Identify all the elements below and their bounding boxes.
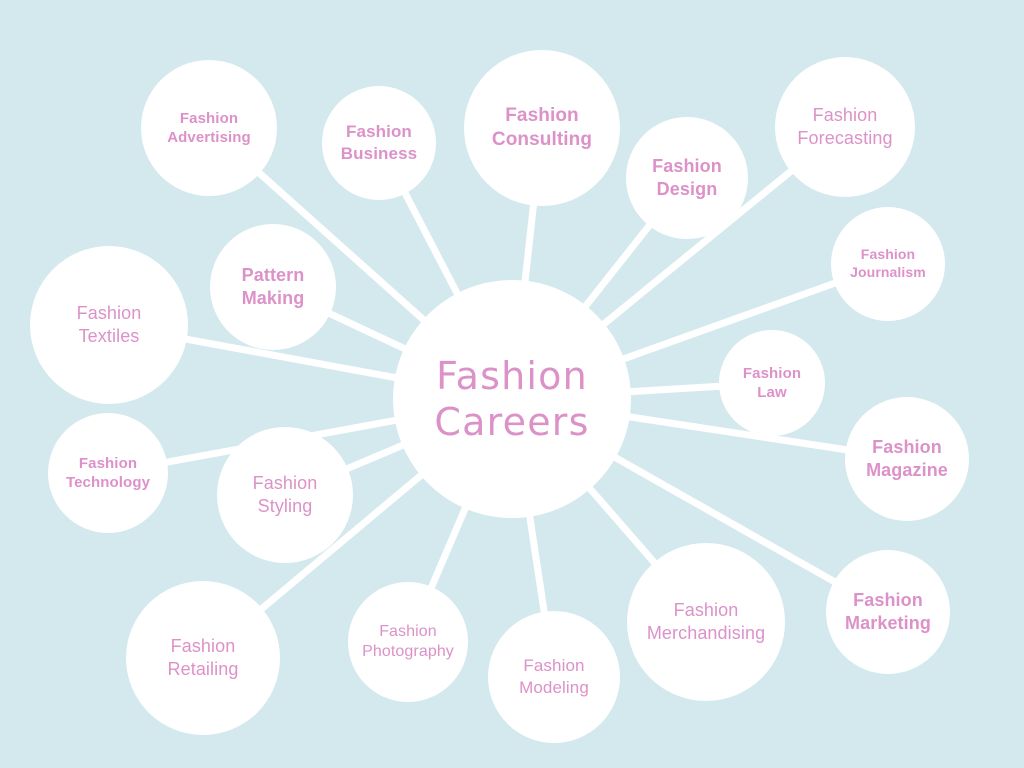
node-label-fashion-business: Fashion Business bbox=[340, 122, 418, 163]
node-fashion-advertising[interactable]: Fashion Advertising bbox=[141, 60, 277, 196]
edge-center-to-fashion-retailing bbox=[256, 470, 427, 614]
node-fashion-photography[interactable]: Fashion Photography bbox=[348, 582, 468, 702]
node-label-fashion-textiles: Fashion Textiles bbox=[76, 302, 142, 346]
edge-center-to-fashion-advertising bbox=[253, 167, 430, 326]
edge-center-to-fashion-journalism bbox=[617, 278, 841, 364]
node-fashion-retailing[interactable]: Fashion Retailing bbox=[126, 581, 280, 735]
edge-center-to-fashion-merchandising bbox=[584, 483, 660, 569]
node-label-fashion-magazine: Fashion Magazine bbox=[866, 436, 948, 480]
node-label-fashion-technology: Fashion Technology bbox=[65, 454, 151, 491]
node-fashion-merchandising[interactable]: Fashion Merchandising bbox=[627, 543, 785, 701]
node-fashion-technology[interactable]: Fashion Technology bbox=[48, 413, 168, 533]
node-fashion-magazine[interactable]: Fashion Magazine bbox=[845, 397, 969, 521]
edge-center-to-fashion-design bbox=[580, 219, 655, 312]
node-label-fashion-law: Fashion Law bbox=[742, 364, 802, 401]
node-label-fashion-design: Fashion Design bbox=[652, 155, 722, 199]
edge-center-to-fashion-textiles bbox=[180, 335, 402, 382]
edge-center-to-fashion-business bbox=[400, 187, 463, 300]
edge-center-to-fashion-forecasting bbox=[598, 165, 797, 330]
node-fashion-law[interactable]: Fashion Law bbox=[719, 330, 825, 436]
node-label-fashion-photography: Fashion Photography bbox=[362, 622, 454, 660]
node-fashion-marketing[interactable]: Fashion Marketing bbox=[826, 550, 950, 674]
node-label-fashion-journalism: Fashion Journalism bbox=[850, 246, 926, 280]
node-label-fashion-forecasting: Fashion Forecasting bbox=[797, 104, 893, 148]
node-label-fashion-merchandising: Fashion Merchandising bbox=[646, 599, 766, 643]
edge-center-to-fashion-styling bbox=[341, 440, 409, 474]
node-label-fashion-modeling: Fashion Modeling bbox=[519, 656, 589, 697]
node-pattern-making[interactable]: Pattern Making bbox=[210, 224, 336, 350]
node-fashion-textiles[interactable]: Fashion Textiles bbox=[30, 246, 188, 404]
node-fashion-design[interactable]: Fashion Design bbox=[626, 117, 748, 239]
node-label-pattern-making: Pattern Making bbox=[241, 264, 305, 308]
central-node[interactable]: Fashion Careers bbox=[393, 280, 631, 518]
edge-center-to-fashion-consulting bbox=[521, 199, 538, 288]
node-label-fashion-marketing: Fashion Marketing bbox=[845, 589, 931, 633]
node-label-fashion-consulting: Fashion Consulting bbox=[491, 104, 593, 150]
central-node-label: Fashion Careers bbox=[434, 353, 590, 444]
node-label-fashion-retailing: Fashion Retailing bbox=[167, 635, 239, 679]
node-fashion-consulting[interactable]: Fashion Consulting bbox=[464, 50, 620, 206]
edge-center-to-fashion-photography bbox=[426, 502, 470, 594]
edge-center-to-fashion-magazine bbox=[623, 412, 853, 454]
edge-center-to-fashion-marketing bbox=[609, 452, 841, 587]
node-fashion-journalism[interactable]: Fashion Journalism bbox=[831, 207, 945, 321]
node-fashion-styling[interactable]: Fashion Styling bbox=[217, 427, 353, 563]
node-fashion-business[interactable]: Fashion Business bbox=[322, 86, 436, 200]
node-label-fashion-styling: Fashion Styling bbox=[252, 472, 318, 516]
node-fashion-modeling[interactable]: Fashion Modeling bbox=[488, 611, 620, 743]
node-label-fashion-advertising: Fashion Advertising bbox=[167, 109, 251, 146]
edge-center-to-fashion-modeling bbox=[525, 510, 549, 619]
edge-center-to-fashion-law bbox=[624, 382, 726, 396]
node-fashion-forecasting[interactable]: Fashion Forecasting bbox=[775, 57, 915, 197]
edge-center-to-pattern-making bbox=[323, 308, 411, 354]
